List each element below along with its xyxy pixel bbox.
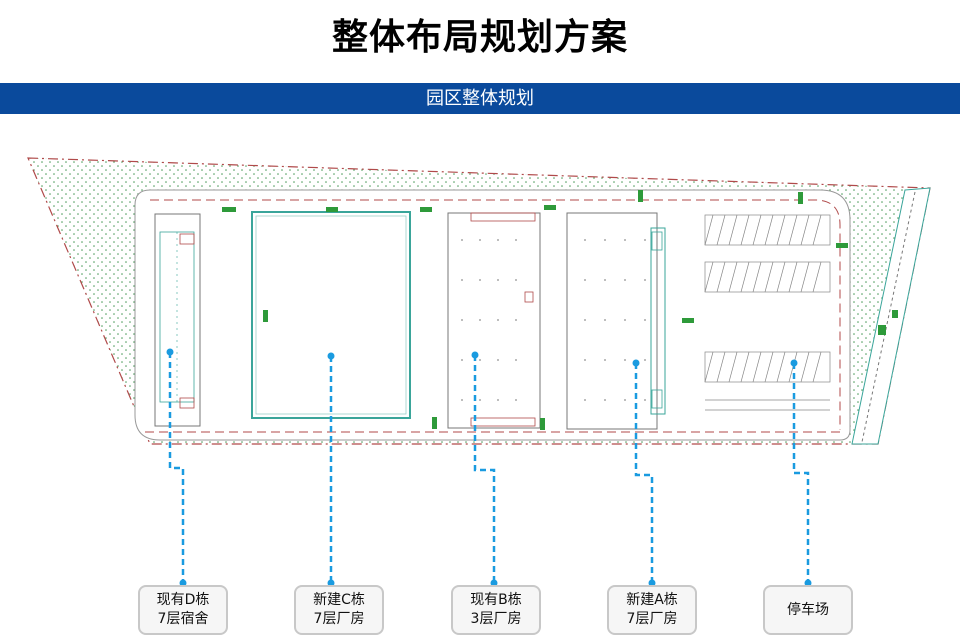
leader-dots [166, 348, 812, 587]
label-building-b: 现有B栋 3层厂房 [451, 585, 541, 635]
building-d [154, 213, 201, 427]
label-line1: 新建C栋 [313, 592, 365, 608]
label-line1: 现有D栋 [156, 592, 210, 608]
label-building-a: 新建A栋 7层厂房 [607, 585, 697, 635]
section-banner: 园区整体规划 [0, 83, 960, 114]
label-line2: 7层厂房 [626, 611, 678, 627]
label-line2: 7层宿舍 [157, 611, 209, 627]
column-grid [461, 239, 646, 401]
label-line1: 新建A栋 [626, 592, 678, 608]
building-b [447, 212, 541, 429]
building-a [566, 212, 658, 430]
label-line1: 现有B栋 [470, 592, 522, 608]
label-parking: 停车场 [763, 585, 853, 635]
label-building-d: 现有D栋 7层宿舍 [138, 585, 228, 635]
entrance-markers [222, 190, 898, 430]
parking-lot [704, 214, 831, 411]
leader-lines [168, 352, 810, 580]
page-title: 整体布局规划方案 [331, 17, 628, 58]
label-line2: 3层厂房 [470, 611, 522, 627]
label-line2: 7层厂房 [313, 611, 365, 627]
label-building-c: 新建C栋 7层厂房 [294, 585, 384, 635]
label-line1: 停车场 [787, 601, 829, 618]
east-strip [851, 187, 931, 445]
